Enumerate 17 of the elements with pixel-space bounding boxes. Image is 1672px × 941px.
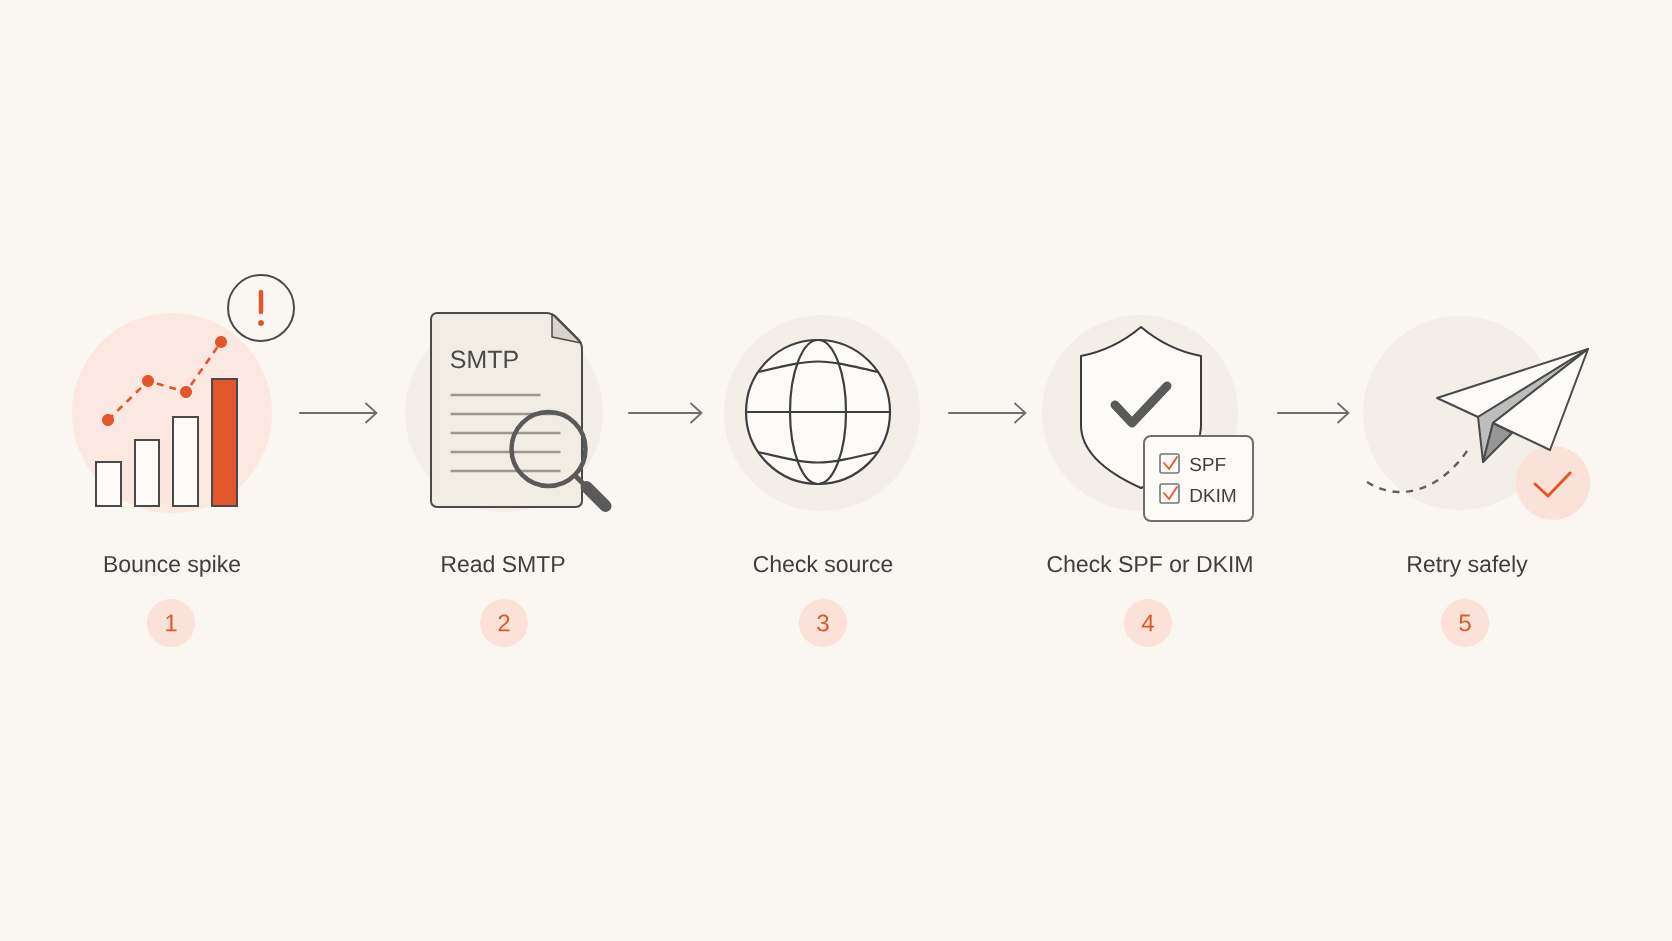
step-number: 2 — [480, 599, 528, 647]
checklist-item: DKIM — [1190, 488, 1236, 502]
step-label: Check SPF or DKIM — [1047, 555, 1252, 573]
step-label: Read SMTP — [442, 555, 565, 573]
step-number: 4 — [1124, 599, 1172, 647]
step-number: 3 — [799, 599, 847, 647]
step-label: Retry safely — [1408, 555, 1528, 577]
step-number: 5 — [1441, 599, 1489, 647]
checklist-item: SPF — [1190, 457, 1226, 472]
step-label: Bounce spike — [104, 555, 240, 577]
arrow — [947, 402, 1027, 424]
step-label: Check source — [753, 555, 893, 573]
arrow — [627, 402, 703, 424]
step-number: 1 — [147, 599, 195, 647]
document-heading: SMTP — [450, 350, 518, 369]
arrow — [298, 402, 378, 424]
arrow — [1276, 402, 1350, 424]
